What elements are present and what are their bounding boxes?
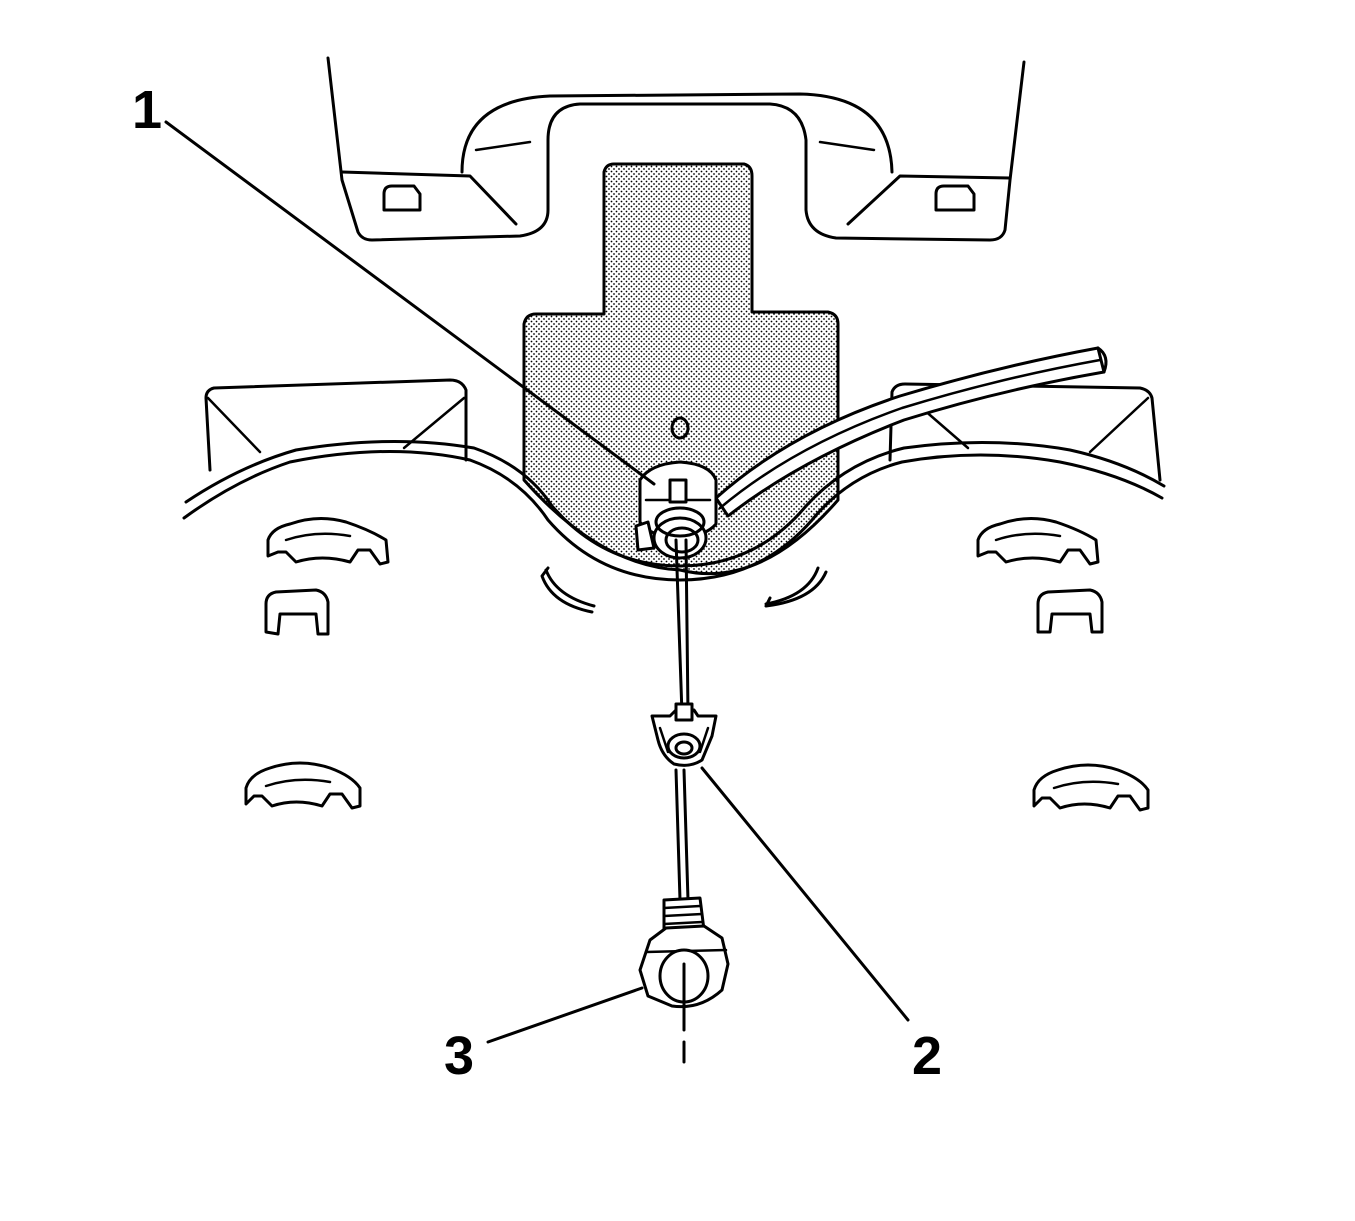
upper-bracket [326,56,1026,242]
callout-2: 2 [912,1026,942,1086]
retainer-clip [650,702,718,767]
clip-lower-right [1032,763,1150,812]
cable [714,346,1108,518]
hex-nut [638,896,730,1064]
callout-3: 3 [444,1026,474,1086]
tab-left [264,588,330,636]
sensor-wire [674,538,690,902]
clip-lower-left [244,761,362,810]
leader-line-3 [486,986,644,1044]
sensor-fitting [634,460,718,560]
left-bracket [204,378,468,472]
leader-lines [164,120,910,1044]
leader-line-2 [700,766,910,1022]
clip-upper-right [976,517,1100,566]
leader-line-1 [164,120,656,486]
callout-1: 1 [132,80,162,140]
tab-right [1036,588,1104,634]
floor-panel [182,440,1166,614]
clip-upper-left [266,517,390,566]
